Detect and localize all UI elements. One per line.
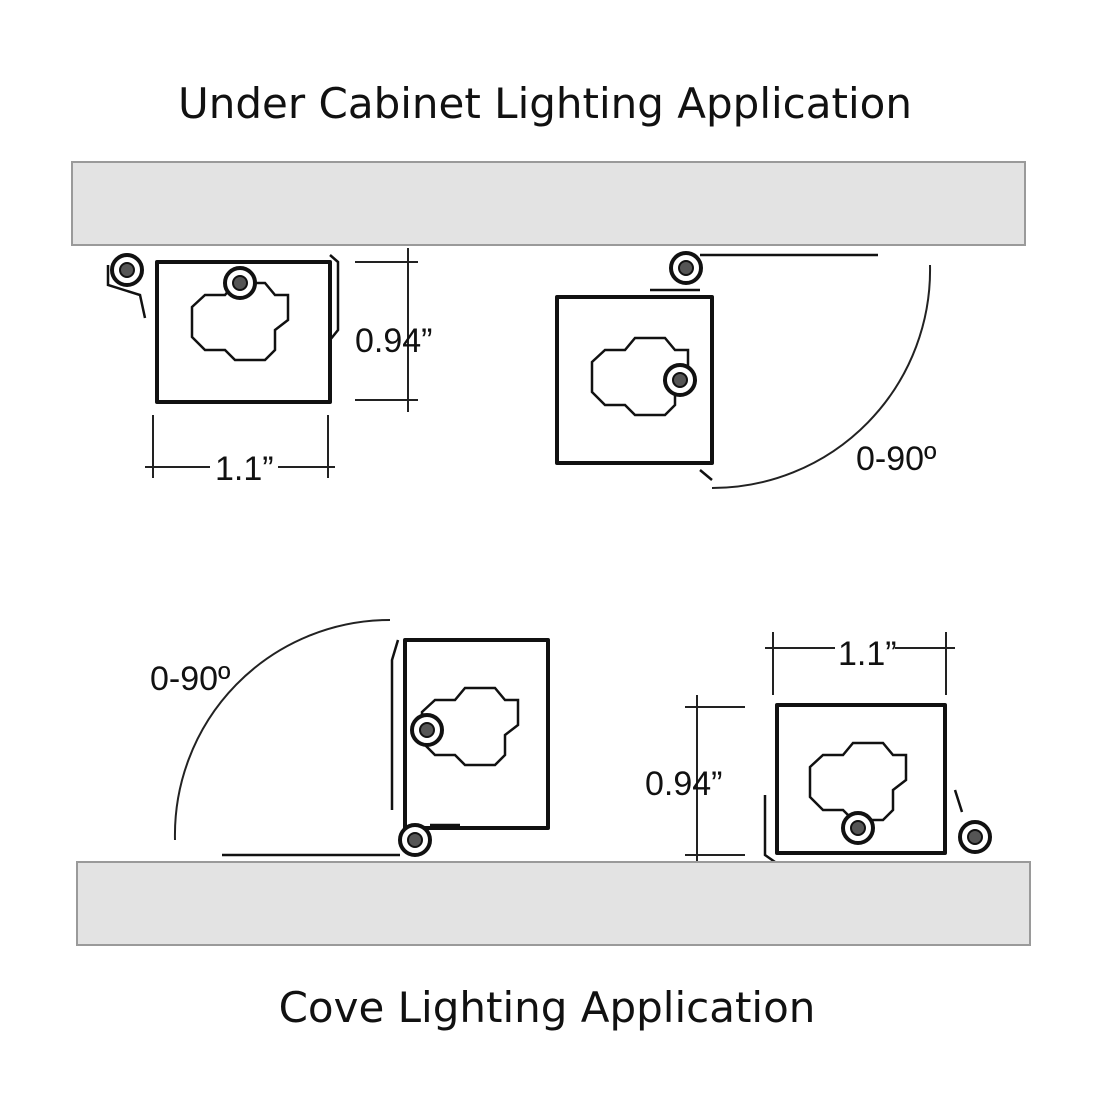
title-cove: Cove Lighting Application (279, 983, 816, 1032)
width-label: 1.1” (215, 450, 274, 488)
width-dimension: 1.1” (765, 632, 955, 695)
cabinet-surface (71, 161, 1026, 246)
height-dimension: 0.94” (645, 695, 745, 862)
under-cabinet-fixture-flat (106, 253, 340, 404)
cove-fixture-rotated (222, 638, 550, 857)
width-label: 1.1” (838, 635, 897, 673)
under-cabinet-fixture-rotated (555, 251, 878, 481)
width-dimension: 1.1” (145, 415, 335, 488)
rotation-label: 0-90º (150, 660, 230, 698)
height-label: 0.94” (355, 322, 433, 360)
rotation-arc (711, 264, 932, 489)
height-label: 0.94” (645, 765, 723, 803)
title-under-cabinet: Under Cabinet Lighting Application (178, 79, 912, 128)
height-dimension: 0.94” (355, 248, 433, 412)
rotation-label: 0-90º (856, 440, 936, 478)
rotation-arc (173, 619, 391, 841)
cove-fixture-flat (763, 703, 992, 864)
cove-surface (76, 861, 1031, 946)
